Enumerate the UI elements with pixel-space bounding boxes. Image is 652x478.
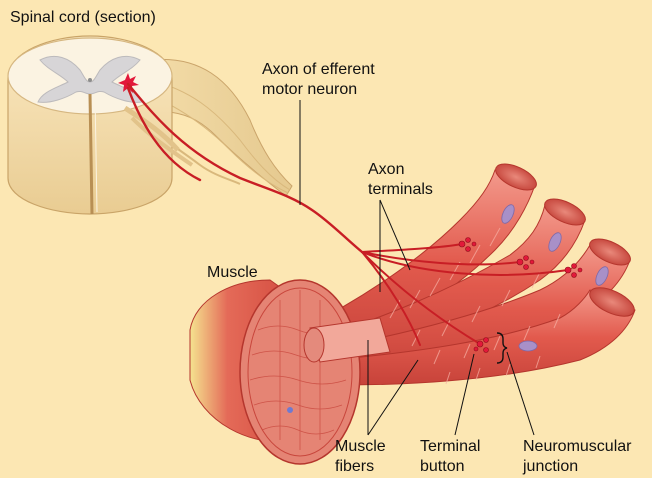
muscle-fibers-label-line1: Muscle xyxy=(335,437,386,457)
terminal-button-label-line1: Terminal xyxy=(420,437,480,457)
spinal-cord-label: Spinal cord (section) xyxy=(10,8,156,28)
axon-terminals-label-line2: terminals xyxy=(368,180,433,200)
spinal-cord xyxy=(8,36,292,214)
axon-terminals-label-line1: Axon xyxy=(368,160,404,180)
muscle-fibers-label-line2: fibers xyxy=(335,457,374,477)
axon-efferent-label-line1: Axon of efferent xyxy=(262,60,375,80)
neuromuscular-junction-label-line2: junction xyxy=(523,457,578,477)
muscle-label: Muscle xyxy=(207,263,258,283)
terminal-button-label-line2: button xyxy=(420,457,464,477)
neuromuscular-junction-label-line1: Neuromuscular xyxy=(523,437,631,457)
axon-efferent-label-line2: motor neuron xyxy=(262,80,357,100)
